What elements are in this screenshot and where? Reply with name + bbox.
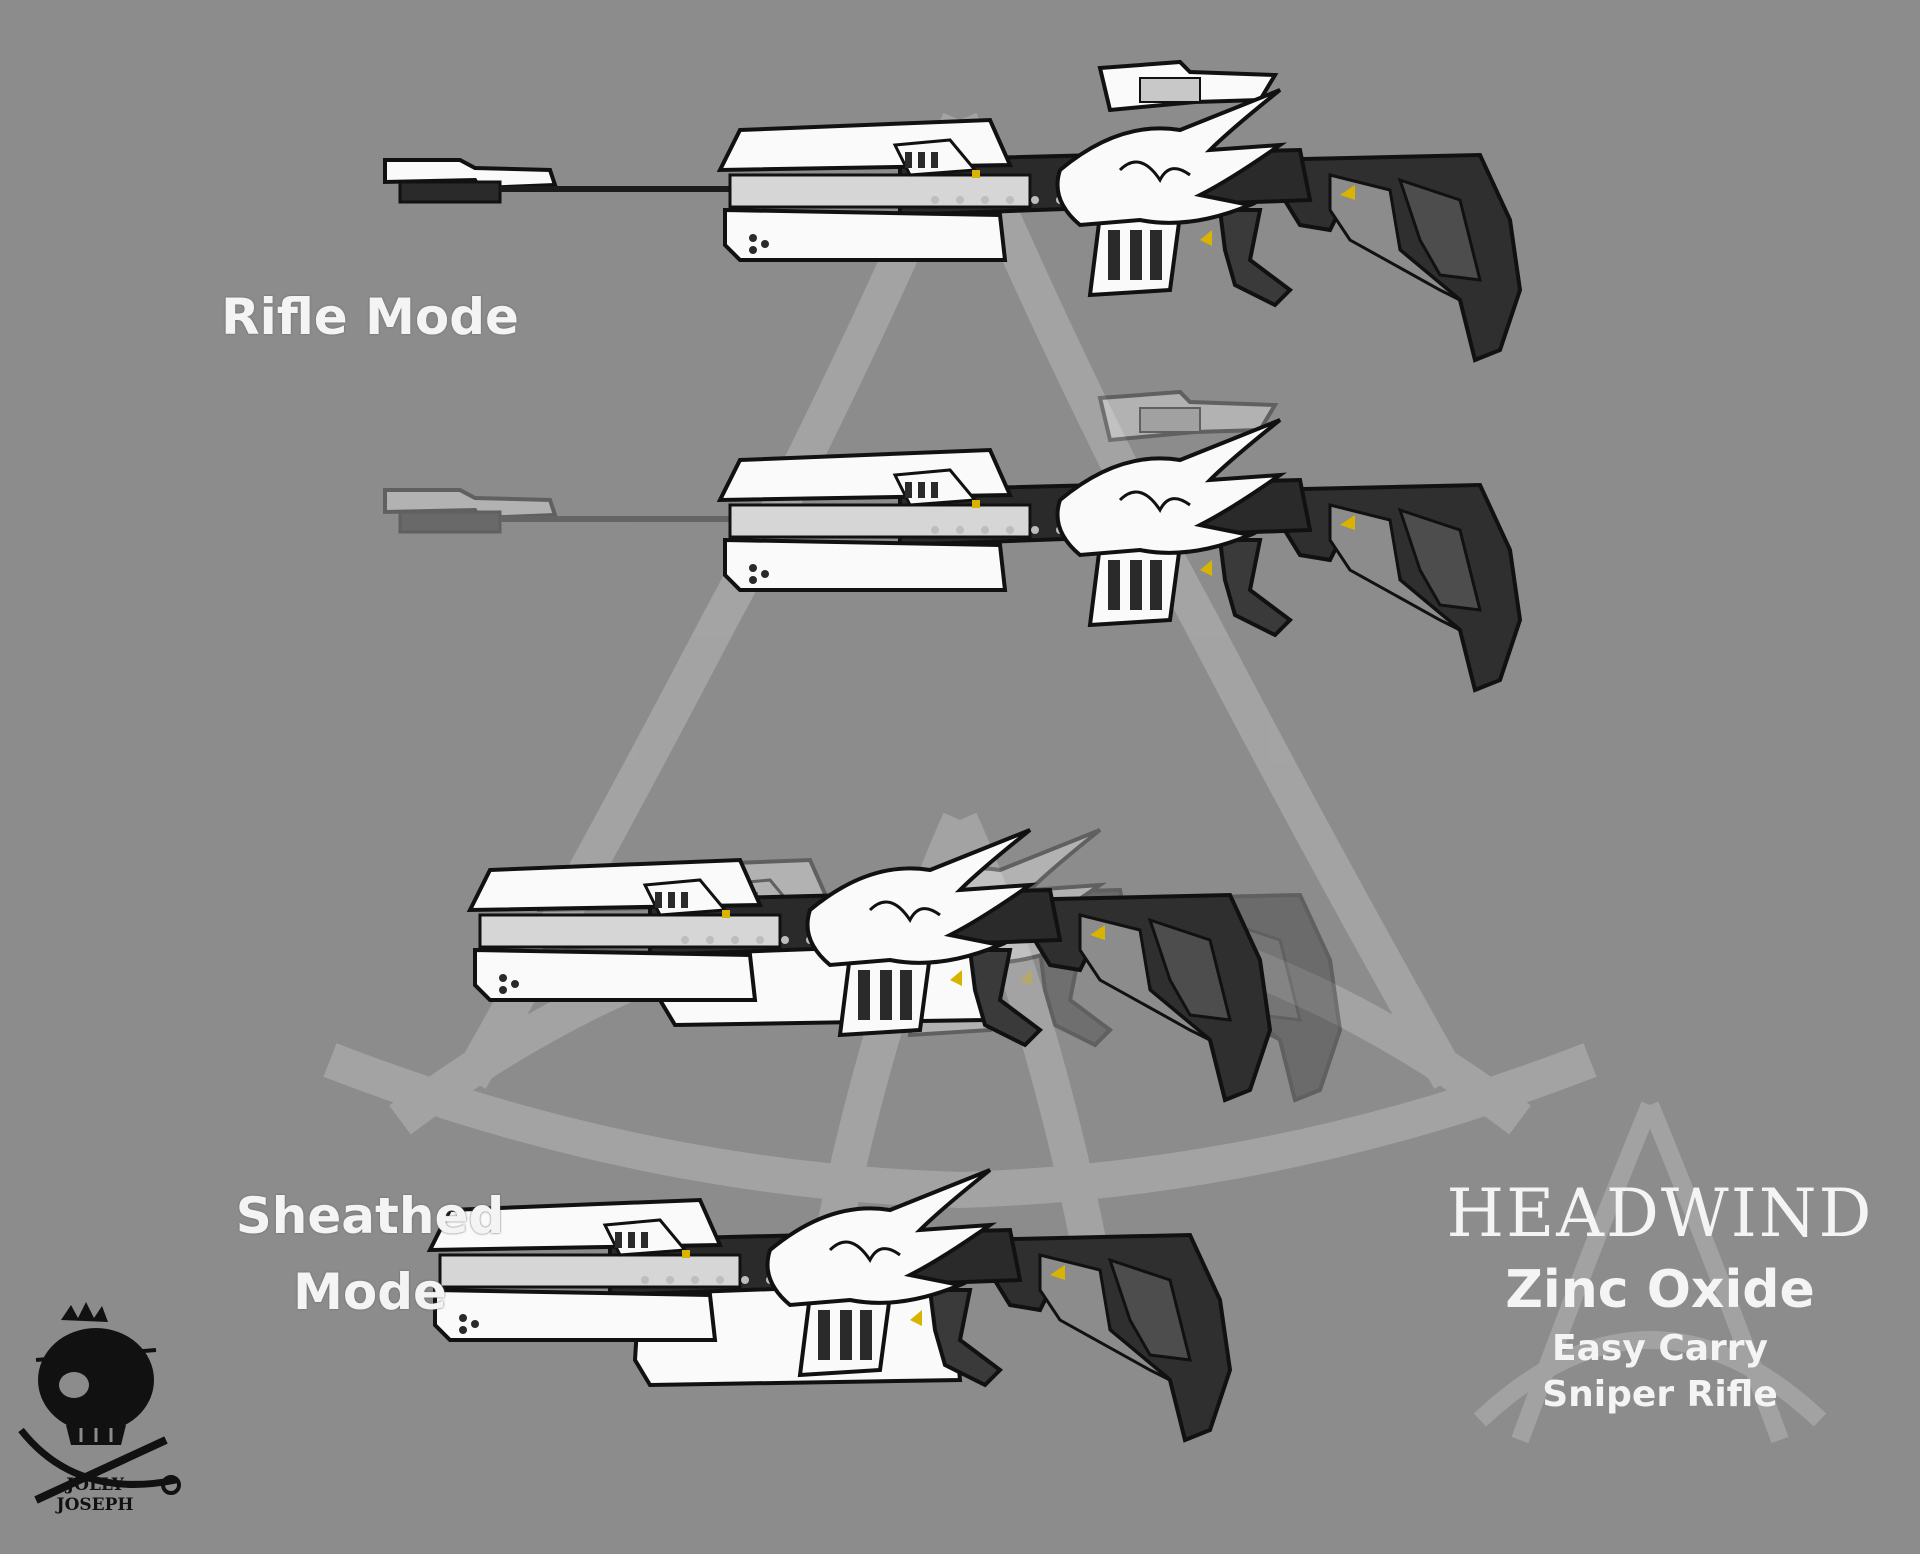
description-line-1: Easy Carry [1552, 1328, 1768, 1369]
watermark-emblem-small [1473, 1101, 1827, 1444]
logo-line-1: JOLLY [66, 1475, 124, 1495]
sheathed-line-1: Sheathed [235, 1187, 505, 1245]
sheathed-mode-transition [468, 828, 1342, 1102]
description-line-2: Sniper Rifle [1542, 1374, 1778, 1415]
rifle-mode-transition [383, 390, 1522, 692]
weapon-description: Easy Carry Sniper Rifle [1420, 1326, 1900, 1418]
sheathed-mode-full [428, 1168, 1232, 1442]
jolly-joseph-skull-logo [18, 1302, 181, 1504]
crown-icon [61, 1302, 108, 1322]
sheathed-mode-label: Sheathed Mode [220, 1178, 520, 1330]
sheathed-line-2: Mode [293, 1263, 447, 1321]
logo-text: JOLLY JOSEPH [30, 1475, 160, 1515]
rifle-mode-label: Rifle Mode [221, 288, 519, 346]
weapon-variant: Zinc Oxide [1505, 1260, 1815, 1320]
logo-line-2: JOSEPH [56, 1495, 134, 1515]
title-block: HEADWIND Zinc Oxide Easy Carry Sniper Ri… [1420, 1175, 1900, 1418]
weapon-name: HEADWIND [1446, 1175, 1874, 1252]
